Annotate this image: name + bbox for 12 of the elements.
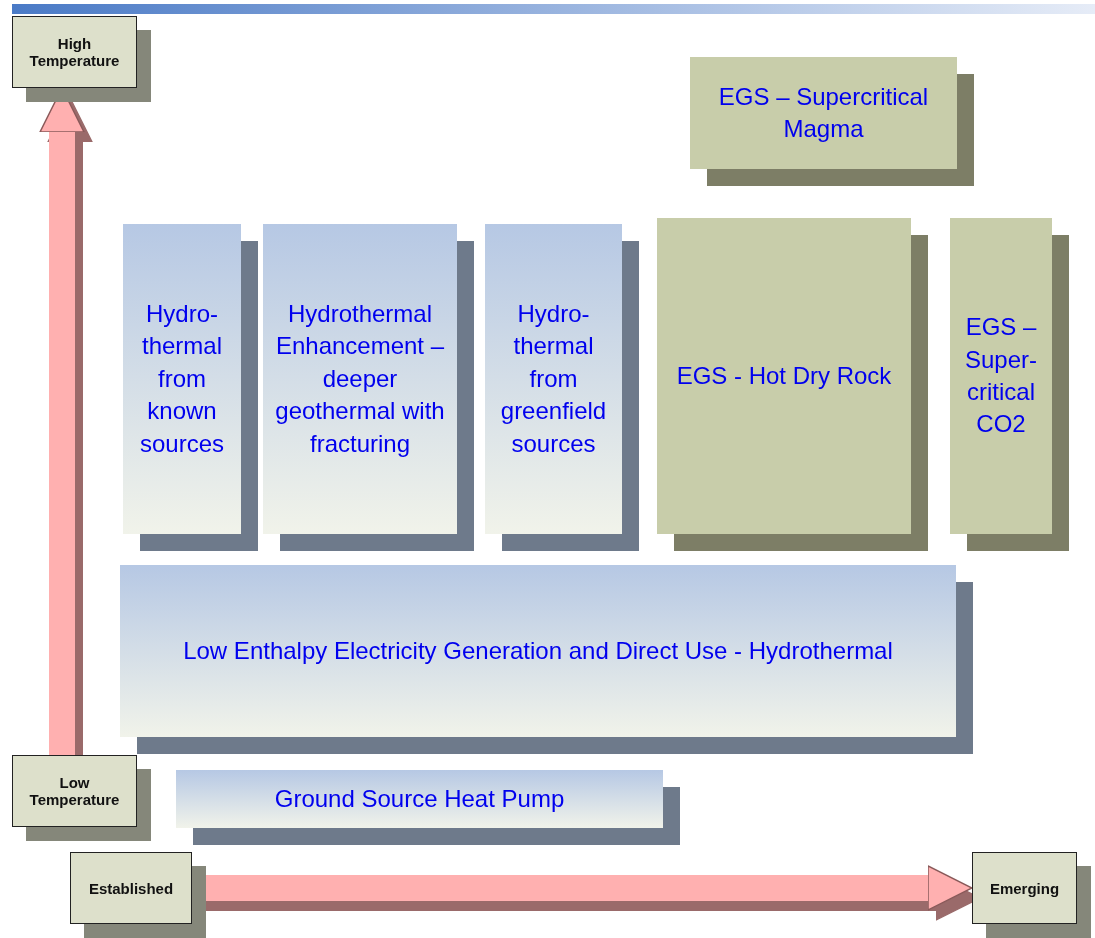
box-label: Hydro-thermal from known sources <box>138 299 225 459</box>
box-label: Hydrothermal Enhancement – deeper geothermal with fracturing <box>274 299 446 459</box>
box-label: Established <box>88 879 174 897</box>
box-label: EGS - Hot Dry Rock <box>676 360 892 391</box>
box-label: High Temperature <box>28 35 121 69</box>
box-label: EGS – Super-critical CO2 <box>963 312 1038 440</box>
box-label: Low Enthalpy Electricity Generation and Direct Use - Hydrothermal <box>183 635 893 666</box>
box-label: Ground Source Heat Pump <box>274 783 565 814</box>
box-label: Hydro-thermal from greenfield sources <box>499 299 608 459</box>
box-label: EGS – Supercritical Magma <box>717 81 930 144</box>
box-label: Emerging <box>989 879 1060 897</box>
box-label: Low Temperature <box>28 774 121 808</box>
